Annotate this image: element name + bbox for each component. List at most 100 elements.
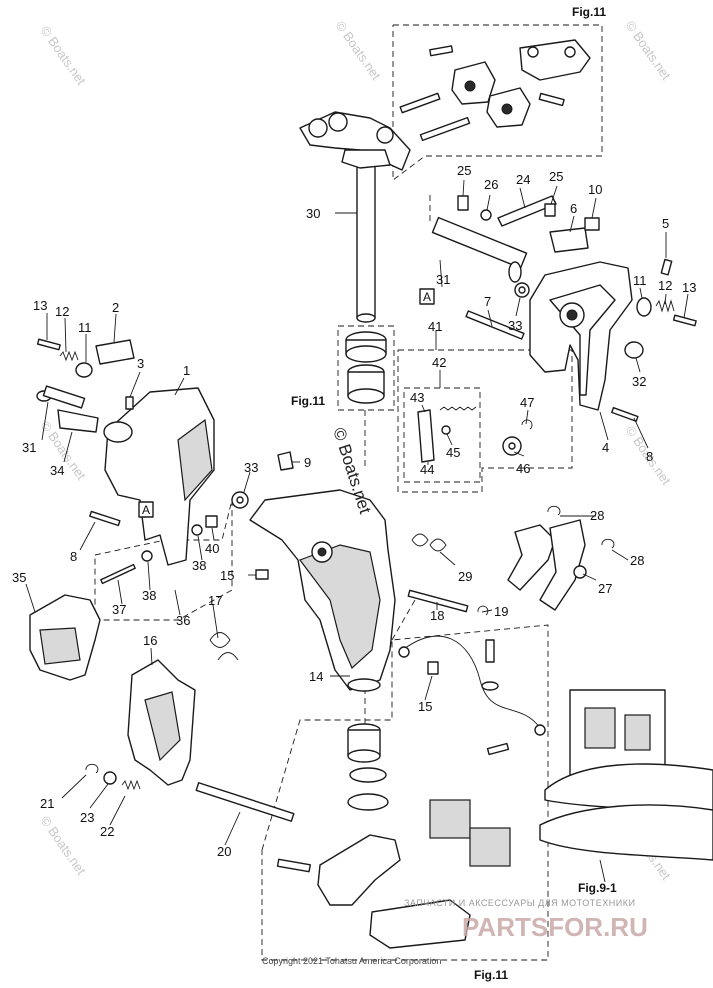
clip-part [547,505,561,516]
handle-group [29,594,101,681]
stud-part [419,116,471,142]
callout-33: 33 [244,460,258,475]
washer-part [481,681,499,691]
callout-25: 25 [457,163,471,178]
rubber-mount-part [469,827,511,867]
stud-part [399,92,441,114]
group-43-box [403,387,481,483]
clip-part [477,605,489,616]
callout-17: 17 [208,593,222,608]
callout-15: 15 [220,568,234,583]
steering-shaft-part [356,157,376,319]
nut-part [584,217,600,231]
callout-13: 13 [682,280,696,295]
shaft-end-part [356,313,376,323]
callout-44: 44 [420,462,434,477]
callout-8: 8 [70,549,77,564]
grease-fitting-part [255,569,269,580]
clip-part [601,538,615,549]
handle-grip-part [39,627,81,665]
bolt-part [36,338,61,351]
figure-refs: Fig.11 Fig.11 Fig.11 Fig.9-1 [291,5,617,982]
wire-terminal-part [534,724,546,736]
bolt-part [611,406,639,422]
rubber-mount-part [429,799,471,839]
tilt-tube-part [431,216,528,269]
washer-part [103,771,117,785]
watermark: © Boats.net [623,18,675,83]
bolt-part [276,858,311,873]
washer-hole [236,496,244,504]
fig-ref-label: Fig.9-1 [578,881,617,895]
bolt-part [486,742,510,756]
callout-12: 12 [55,304,69,319]
label-box [138,501,154,518]
lever-part [417,409,435,463]
hole-part [317,547,327,557]
pivot-boss-part [103,421,133,443]
callout-8: 8 [646,449,653,464]
boss-part [376,126,394,144]
fig11-bottom-parts [276,723,511,949]
spring-part [59,350,79,362]
swivel-bracket-inner [299,544,381,670]
fig11-bottom-box [261,624,549,961]
fig-ref-label: Fig.11 [291,394,325,408]
callout-25: 25 [549,169,563,184]
bolt-part [100,563,136,585]
wire-terminal-part [398,646,410,658]
callout-11: 11 [633,273,647,288]
pin-part [573,565,587,579]
callout-21: 21 [40,796,54,811]
grease-fitting-part [427,661,439,675]
label-a-left: A [142,503,150,517]
fig-ref-label: Fig.11 [474,968,508,982]
nut-part [205,515,218,528]
washer-part [141,550,153,562]
pin-part [441,425,451,435]
stern-bracket-inner [144,691,181,762]
callout-22: 22 [100,824,114,839]
bolt-part [457,195,469,211]
watermark: © Boats.net [333,18,385,83]
callout-16: 16 [143,633,157,648]
tilt-lock-lever-right [539,519,586,611]
fig11-top-parts [299,39,591,171]
washer-hole [518,286,526,294]
bolt-part [429,45,454,57]
box-labels: A A [138,288,435,518]
steering-shaft-group [341,149,391,404]
tilt-tube-part [42,385,86,409]
callout-35: 35 [12,570,26,585]
brand-tagline: ЗАПЧАСТИ И АКСЕССУАРЫ ДЛЯ МОТОТЕХНИКИ [404,898,635,908]
callout-36: 36 [176,613,190,628]
bolt-part [564,46,576,58]
bushing-part [624,341,644,359]
swivel-bracket-group [249,489,546,756]
housing-detail-part [584,707,616,749]
plate-part [57,409,99,433]
callout-15: 15 [418,699,432,714]
grommet-part [549,227,589,253]
spring-part [121,779,141,791]
callout-4: 4 [602,440,609,455]
tilt-lock-lever-left [507,524,556,591]
washer-part [191,524,203,536]
callout-12: 12 [658,278,672,293]
leader-dash [391,599,416,641]
callout-46: 46 [516,461,530,476]
swivel-bottom-part [347,678,381,692]
callout-11: 11 [78,320,92,335]
bushing-part [347,388,385,404]
callout-18: 18 [430,608,444,623]
spring-part [411,533,447,552]
callout-28: 28 [630,553,644,568]
bushing-part [75,362,93,378]
pin-part [125,396,134,410]
callout-40: 40 [205,541,219,556]
pivot-hole-part [566,309,578,321]
fig9-1-parts [539,689,713,861]
callout-30: 30 [306,206,320,221]
anti-cavitation-plate-part [539,804,713,861]
clip-part [521,419,533,430]
